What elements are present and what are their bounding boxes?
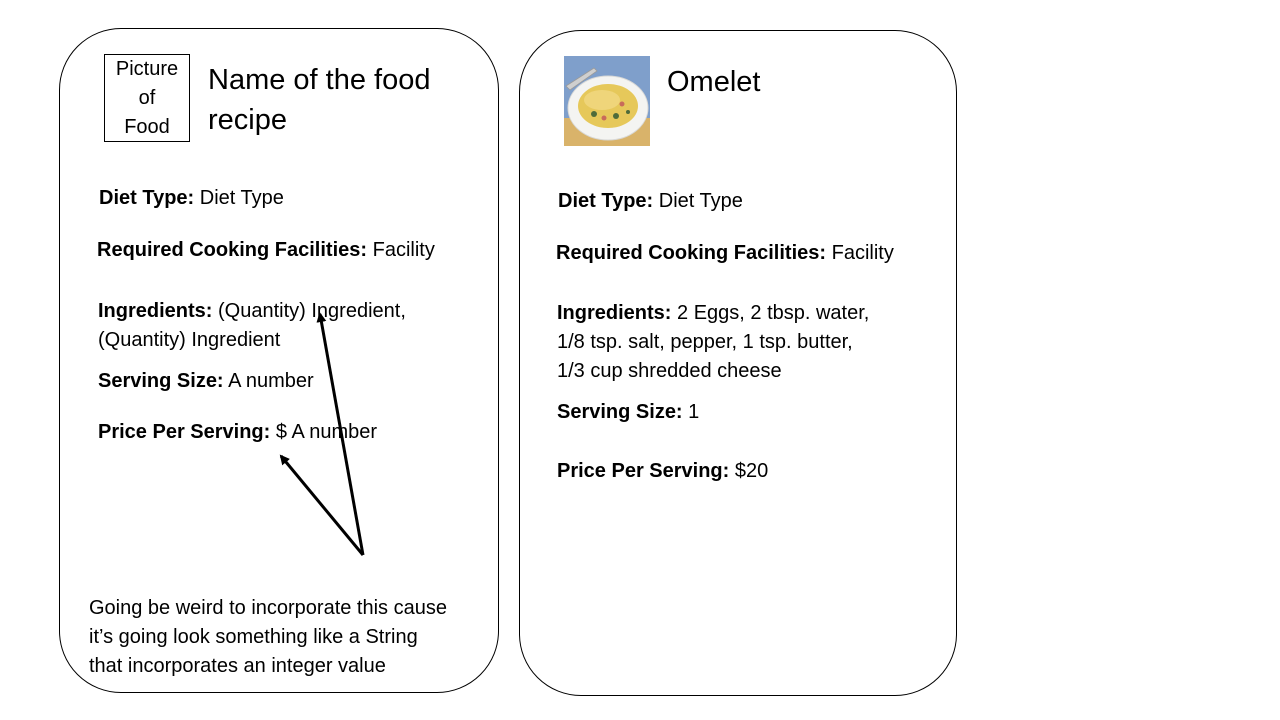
omelet-diet-type-field: Diet Type: Diet Type [558, 187, 743, 216]
omelet-price-per-serving-field: Price Per Serving: $20 [557, 457, 768, 486]
recipe-card-template [59, 28, 499, 693]
diet-type-label: Diet Type: [99, 187, 195, 209]
omelet-ingredients-label: Ingredients: [557, 302, 672, 324]
recipe-name-template: Name of the food recipe [208, 60, 430, 140]
omelet-photo-icon [564, 56, 650, 146]
recipe-name-line2: recipe [208, 104, 287, 136]
omelet-price-per-serving-label: Price Per Serving: [557, 460, 730, 482]
omelet-ingredients-line1: 2 Eggs, 2 tbsp. water, [677, 302, 870, 324]
cooking-facilities-field: Required Cooking Facilities: Facility [97, 236, 435, 265]
omelet-serving-size-value: 1 [688, 401, 700, 423]
serving-size-field: Serving Size: A number [98, 367, 314, 396]
annotation-note: Going be weird to incorporate this cause… [89, 597, 447, 677]
omelet-diet-type-label: Diet Type: [558, 190, 654, 212]
ingredients-line1: (Quantity) Ingredient, [218, 300, 406, 322]
omelet-ingredients-line2: 1/8 tsp. salt, pepper, 1 tsp. butter, [557, 331, 853, 353]
diet-type-value: Diet Type [199, 187, 284, 209]
omelet-cooking-facilities-value: Facility [831, 242, 894, 264]
omelet-cooking-facilities-field: Required Cooking Facilities: Facility [556, 239, 894, 268]
price-per-serving-label: Price Per Serving: [98, 421, 271, 443]
omelet-cooking-facilities-label: Required Cooking Facilities: [556, 242, 827, 264]
cooking-facilities-value: Facility [372, 239, 435, 261]
omelet-ingredients-line3: 1/3 cup shredded cheese [557, 360, 782, 382]
serving-size-value: A number [228, 370, 314, 392]
omelet-diet-type-value: Diet Type [658, 190, 743, 212]
recipe-name-line1: Name of the food [208, 64, 431, 96]
serving-size-label: Serving Size: [98, 370, 224, 392]
ingredients-label: Ingredients: [98, 300, 213, 322]
omelet-serving-size-field: Serving Size: 1 [557, 398, 699, 427]
cooking-facilities-label: Required Cooking Facilities: [97, 239, 368, 261]
recipe-name-omelet: Omelet [667, 66, 761, 98]
food-picture-placeholder: Picture of Food [104, 54, 190, 142]
price-per-serving-value: $ A number [275, 421, 378, 443]
ingredients-field: Ingredients: (Quantity) Ingredient, (Qua… [98, 297, 406, 355]
ingredients-line2: (Quantity) Ingredient [98, 329, 281, 351]
omelet-serving-size-label: Serving Size: [557, 401, 683, 423]
price-per-serving-field: Price Per Serving: $ A number [98, 418, 377, 447]
omelet-price-per-serving-value: $20 [734, 460, 769, 482]
omelet-ingredients-field: Ingredients: 2 Eggs, 2 tbsp. water, 1/8 … [557, 299, 869, 386]
diet-type-field: Diet Type: Diet Type [99, 184, 284, 213]
